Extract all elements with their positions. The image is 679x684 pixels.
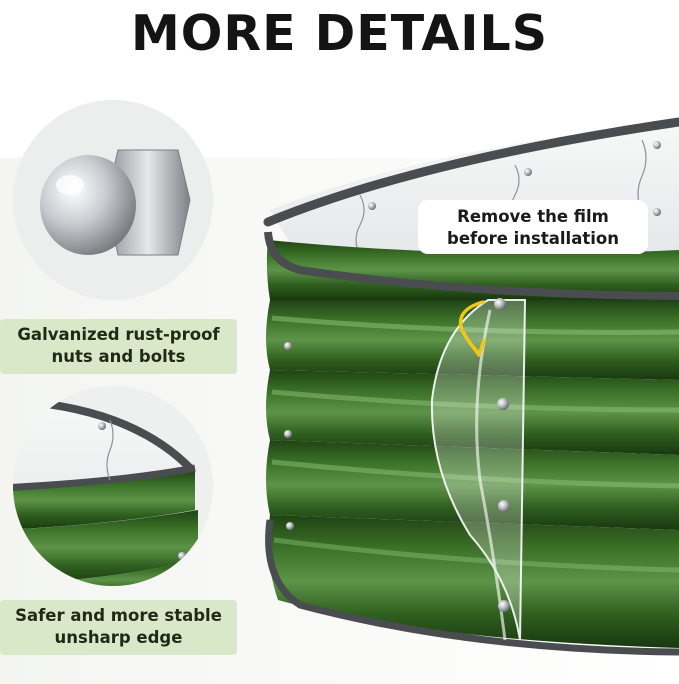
edge-label-line-2: unsharp edge: [54, 628, 183, 647]
nuts-label-line-1: Galvanized rust-proof: [17, 325, 220, 344]
edge-label: Safer and more stable unsharp edge: [0, 600, 237, 655]
callout-line-2: before installation: [447, 229, 619, 248]
callout-line-1: Remove the film: [457, 207, 609, 226]
nuts-bolts-label: Galvanized rust-proof nuts and bolts: [0, 319, 237, 374]
cap-nut-closeup: [13, 100, 213, 300]
edge-label-line-1: Safer and more stable: [15, 606, 222, 625]
peel-arrow-icon: [458, 300, 486, 357]
protective-film: [430, 299, 527, 641]
page-title: MORE DETAILS: [130, 5, 549, 62]
bed-edge-closeup: [13, 386, 213, 586]
nuts-label-line-2: nuts and bolts: [51, 347, 186, 366]
film-removal-callout: Remove the film before installation: [418, 200, 648, 254]
